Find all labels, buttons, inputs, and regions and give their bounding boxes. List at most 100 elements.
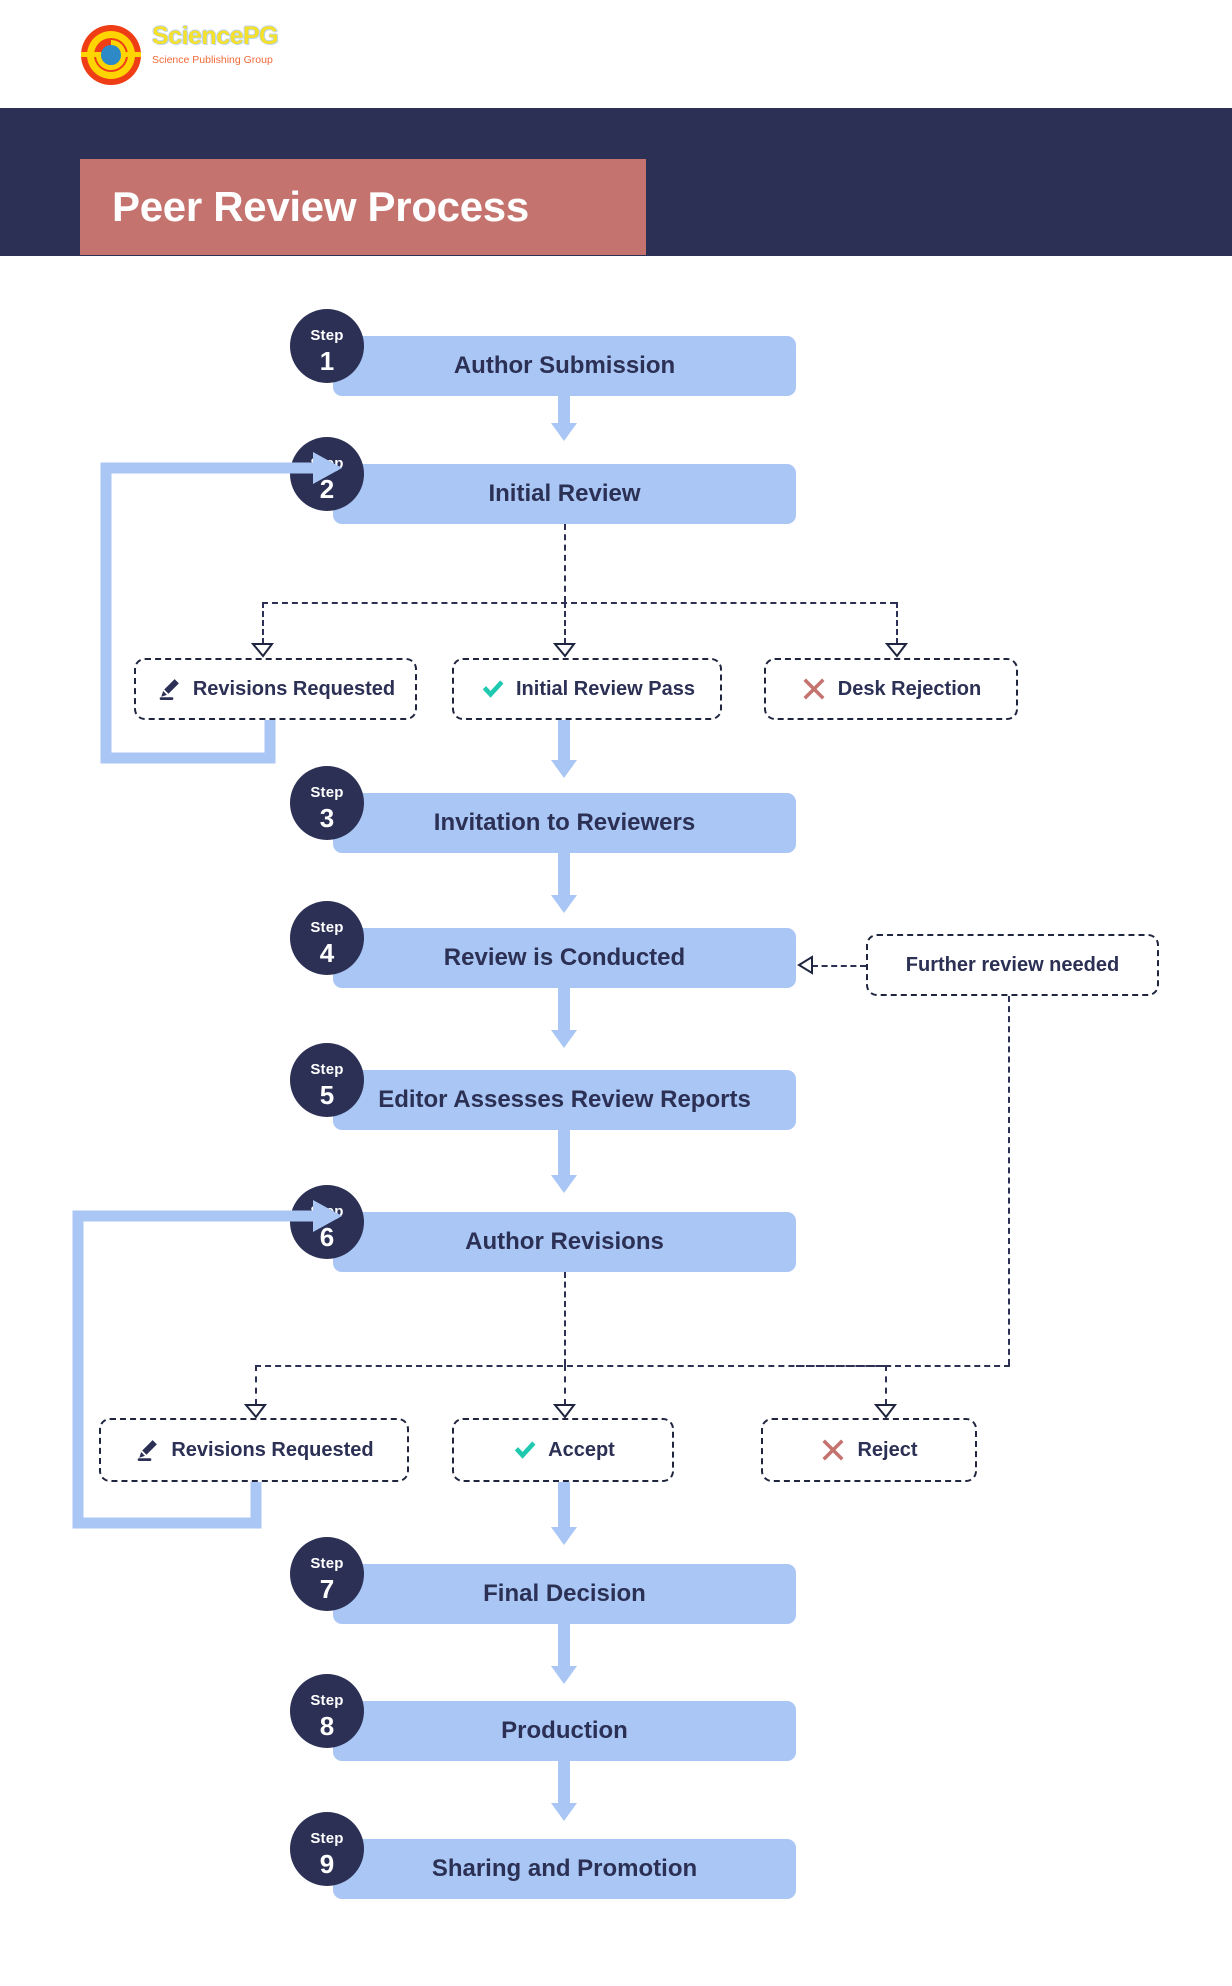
step-label-8: Production: [501, 1717, 628, 1744]
check-icon: [514, 1441, 536, 1459]
connector-4-5-arrowhead: [551, 1030, 577, 1048]
branch1-drop-right: [896, 602, 898, 644]
note-feedback-rail: [796, 1365, 1010, 1367]
branch1-arrowheads: [250, 643, 908, 658]
connector-pass-3: [558, 720, 570, 760]
outcome-label: Initial Review Pass: [516, 677, 695, 700]
outcome-label: Reject: [857, 1438, 918, 1461]
step-box-3[interactable]: Invitation to Reviewers: [333, 793, 796, 853]
pencil-icon: [159, 679, 179, 700]
branch2-stem: [564, 1272, 566, 1365]
note-feedback-stem: [1008, 996, 1010, 1365]
outcome-chip-initial-review-pass[interactable]: Initial Review Pass: [452, 658, 722, 720]
outcome-chip-desk-rejection[interactable]: Desk Rejection: [764, 658, 1018, 720]
connector-1-2: [558, 396, 570, 423]
cross-icon: [803, 678, 825, 700]
outcome-chip-reject[interactable]: Reject: [761, 1418, 977, 1482]
branch2-drop-right: [885, 1365, 887, 1405]
sciencepg-logo: SciencePG Science Publishing Group: [80, 20, 290, 92]
step-number-4: 4: [319, 938, 335, 968]
step-box-5[interactable]: Editor Assesses Review Reports: [333, 1070, 796, 1130]
step-number-2: 2: [319, 474, 335, 504]
step-badge-8: Step 8: [290, 1674, 364, 1748]
step-label-7: Final Decision: [483, 1580, 646, 1607]
connector-8-9: [558, 1761, 570, 1803]
note-label: Further review needed: [905, 953, 1120, 976]
step-box-4[interactable]: Review is Conducted: [333, 928, 796, 988]
page-title: Peer Review Process: [112, 183, 529, 230]
connector-5-6-arrowhead: [551, 1175, 577, 1193]
outcome-chip-revisions-requested-1[interactable]: Revisions Requested: [134, 658, 417, 720]
step-word-5: Step: [310, 1061, 344, 1078]
step-box-6[interactable]: Author Revisions: [333, 1212, 796, 1272]
brand-bar: SciencePG Science Publishing Group: [0, 0, 1232, 108]
title-plate: [80, 159, 646, 255]
outcome-chip-revisions-requested-2[interactable]: Revisions Requested: [99, 1418, 409, 1482]
step-number-6: 6: [319, 1222, 335, 1252]
outcome-label: Revisions Requested: [171, 1438, 374, 1461]
feedback-loop-2: [72, 1200, 342, 1529]
step-number-3: 3: [319, 803, 335, 833]
step-number-9: 9: [319, 1849, 335, 1879]
branch2-rail: [255, 1365, 885, 1367]
connector-5-6: [558, 1130, 570, 1175]
step-word-3: Step: [310, 784, 344, 801]
step-badge-4: Step 4: [290, 901, 364, 975]
step-word-7: Step: [310, 1555, 344, 1572]
feedback-loop-1: [100, 452, 342, 764]
branch1-drop-left: [262, 602, 264, 644]
outcome-label: Revisions Requested: [192, 677, 396, 700]
step-word-8: Step: [310, 1692, 344, 1709]
branch2-arrowheads: [243, 1404, 897, 1419]
step-box-8[interactable]: Production: [333, 1701, 796, 1761]
branch2-drop-left: [255, 1365, 257, 1405]
step-label-2: Initial Review: [488, 480, 641, 507]
cross-icon: [822, 1439, 844, 1461]
step-label-1: Author Submission: [453, 352, 676, 379]
outcome-label: Desk Rejection: [837, 677, 982, 700]
flowchart-canvas: Author Submission Step 1 Initial Review …: [0, 256, 1232, 1986]
brand-tagline: Science Publishing Group: [152, 54, 273, 66]
step-label-9: Sharing and Promotion: [431, 1855, 698, 1882]
connector-7-8: [558, 1624, 570, 1666]
logo-wordmark: SciencePG Science Publishing Group: [152, 24, 292, 66]
connector-3-4: [558, 853, 570, 895]
step-box-9[interactable]: Sharing and Promotion: [333, 1839, 796, 1899]
step-number-7: 7: [319, 1574, 335, 1604]
branch2-drop-mid: [564, 1365, 566, 1405]
sciencepg-circle-logo: [81, 25, 141, 85]
step-number-5: 5: [319, 1080, 335, 1110]
outcome-chip-accept[interactable]: Accept: [452, 1418, 674, 1482]
note-arrow-line: [812, 965, 866, 967]
step-number-8: 8: [319, 1711, 335, 1741]
step-label-6: Author Revisions: [465, 1228, 664, 1255]
outcome-label: Accept: [548, 1438, 615, 1461]
connector-3-4-arrowhead: [551, 895, 577, 913]
step-badge-9: Step 9: [290, 1812, 364, 1886]
pencil-icon: [138, 1440, 158, 1461]
connector-1-2-arrowhead: [551, 423, 577, 441]
connector-accept-7-arrowhead: [551, 1527, 577, 1545]
step-label-5: Editor Assesses Review Reports: [378, 1086, 751, 1113]
step-box-2[interactable]: Initial Review: [333, 464, 796, 524]
step-word-1: Step: [310, 327, 344, 344]
step-number-1: 1: [319, 346, 335, 376]
check-icon: [482, 680, 504, 698]
step-box-1[interactable]: Author Submission: [333, 336, 796, 396]
branch1-drop-mid: [564, 602, 566, 644]
note-arrowhead-hollow: [797, 955, 813, 975]
step-word-9: Step: [310, 1830, 344, 1847]
branch1-rail: [262, 602, 896, 604]
connector-8-9-arrowhead: [551, 1803, 577, 1821]
brand-name: SciencePG: [152, 22, 279, 50]
step-box-7[interactable]: Final Decision: [333, 1564, 796, 1624]
connector-4-5: [558, 988, 570, 1030]
step-badge-3: Step 3: [290, 766, 364, 840]
note-chip-further-review-needed[interactable]: Further review needed: [866, 934, 1159, 996]
step-badge-1: Step 1: [290, 309, 364, 383]
branch1-stem: [564, 524, 566, 602]
step-label-4: Review is Conducted: [443, 944, 686, 971]
connector-pass-3-arrowhead: [551, 760, 577, 778]
connector-7-8-arrowhead: [551, 1666, 577, 1684]
step-badge-5: Step 5: [290, 1043, 364, 1117]
